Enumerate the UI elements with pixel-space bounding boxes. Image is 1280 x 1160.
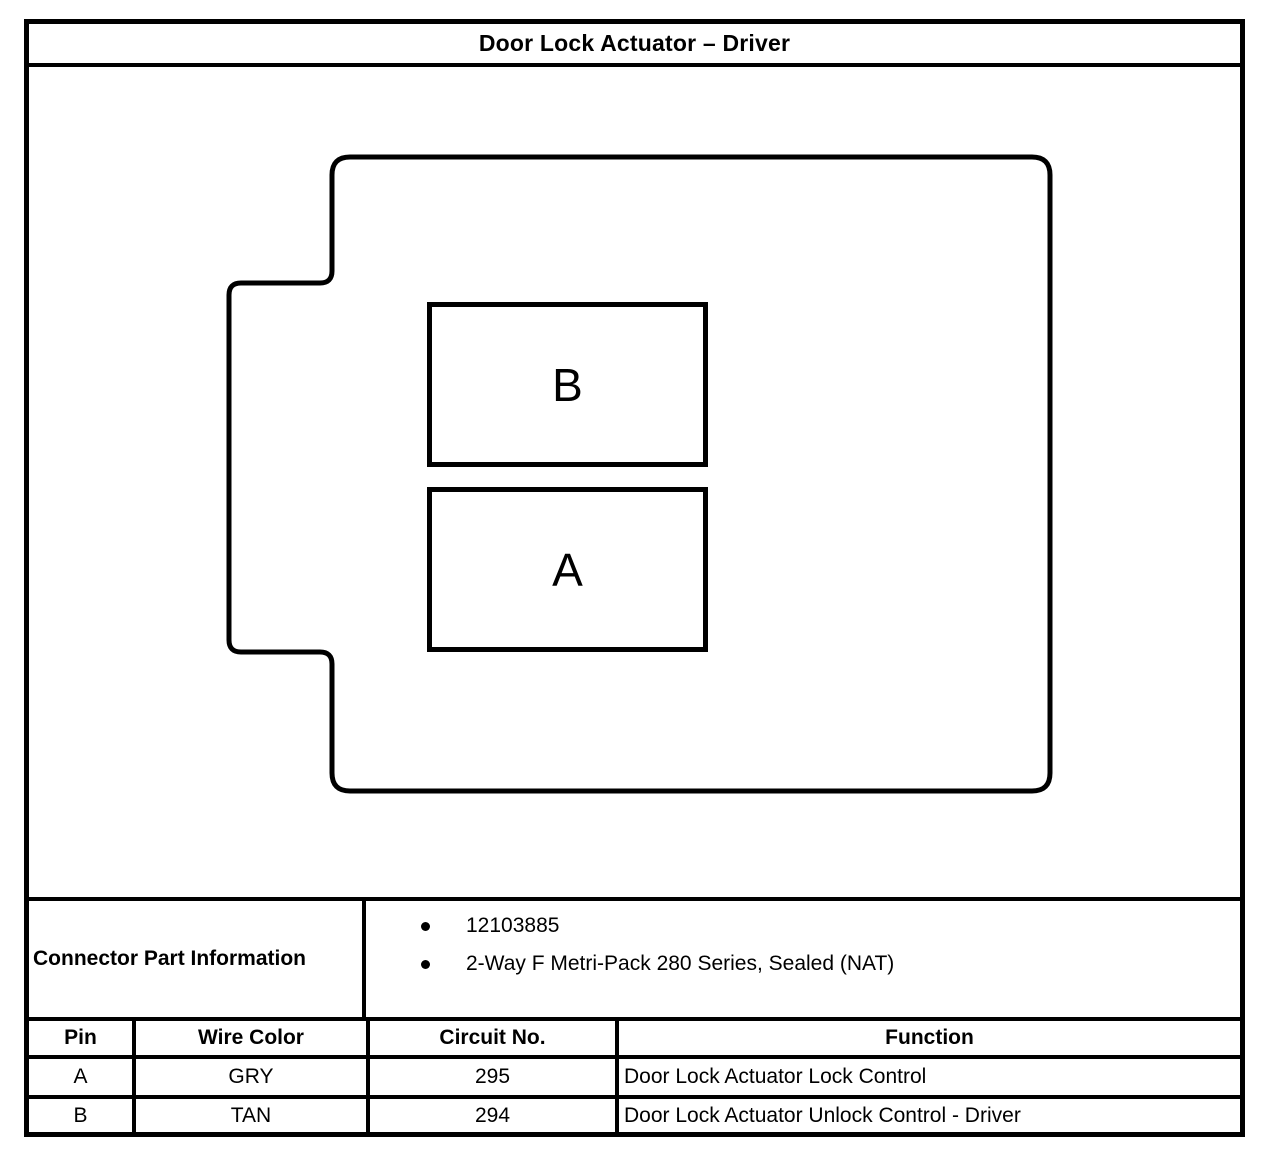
connector-part-info-label: Connector Part Information [33,947,307,970]
cell-wire-color: TAN [132,1099,366,1132]
bullet-icon [421,921,430,931]
pin-table-header-row: Pin Wire Color Circuit No. Function [29,1017,1240,1055]
page-title: Door Lock Actuator – Driver [478,30,791,56]
cell-function: Door Lock Actuator Lock Control [615,1059,1240,1095]
connector-part-info-row: Connector Part Information 12103885 2-Wa… [29,897,1240,1017]
connector-series-text: 2-Way F Metri-Pack 280 Series, Sealed (N… [466,952,895,975]
header-function: Function [615,1021,1240,1055]
cell-function: Door Lock Actuator Unlock Control - Driv… [615,1099,1240,1132]
cell-circuit-no: 294 [366,1099,615,1132]
part-number-text: 12103885 [466,914,560,937]
table-row-pin-a: A GRY 295 Door Lock Actuator Lock Contro… [29,1055,1240,1095]
cell-pin: B [73,1103,88,1127]
pin-cavity-a: A [427,487,708,652]
pin-cavity-b: B [427,302,708,467]
connector-diagram: B A [29,24,1240,897]
connector-part-info-label-cell: Connector Part Information [29,901,366,1017]
cell-wire-color: GRY [132,1059,366,1095]
manual-page: Door Lock Actuator – Driver B A Connecto… [24,19,1245,1137]
header-pin: Pin [64,1026,97,1049]
table-row-pin-b: B TAN 294 Door Lock Actuator Unlock Cont… [29,1095,1240,1132]
header-circuit-no: Circuit No. [366,1021,615,1055]
pin-cavity-a-label: A [552,543,583,596]
connector-body-path [226,154,1053,794]
connector-part-info-list: 12103885 2-Way F Metri-Pack 280 Series, … [366,901,1240,1017]
cell-circuit-no: 295 [366,1059,615,1095]
cell-pin: A [73,1065,88,1088]
title-bar: Door Lock Actuator – Driver [29,24,1240,67]
bullet-icon [421,959,430,969]
pin-cavity-b-label: B [552,358,583,411]
header-wire-color: Wire Color [132,1021,366,1055]
part-info-item: 12103885 [366,907,1240,945]
part-info-item: 2-Way F Metri-Pack 280 Series, Sealed (N… [366,945,1240,983]
